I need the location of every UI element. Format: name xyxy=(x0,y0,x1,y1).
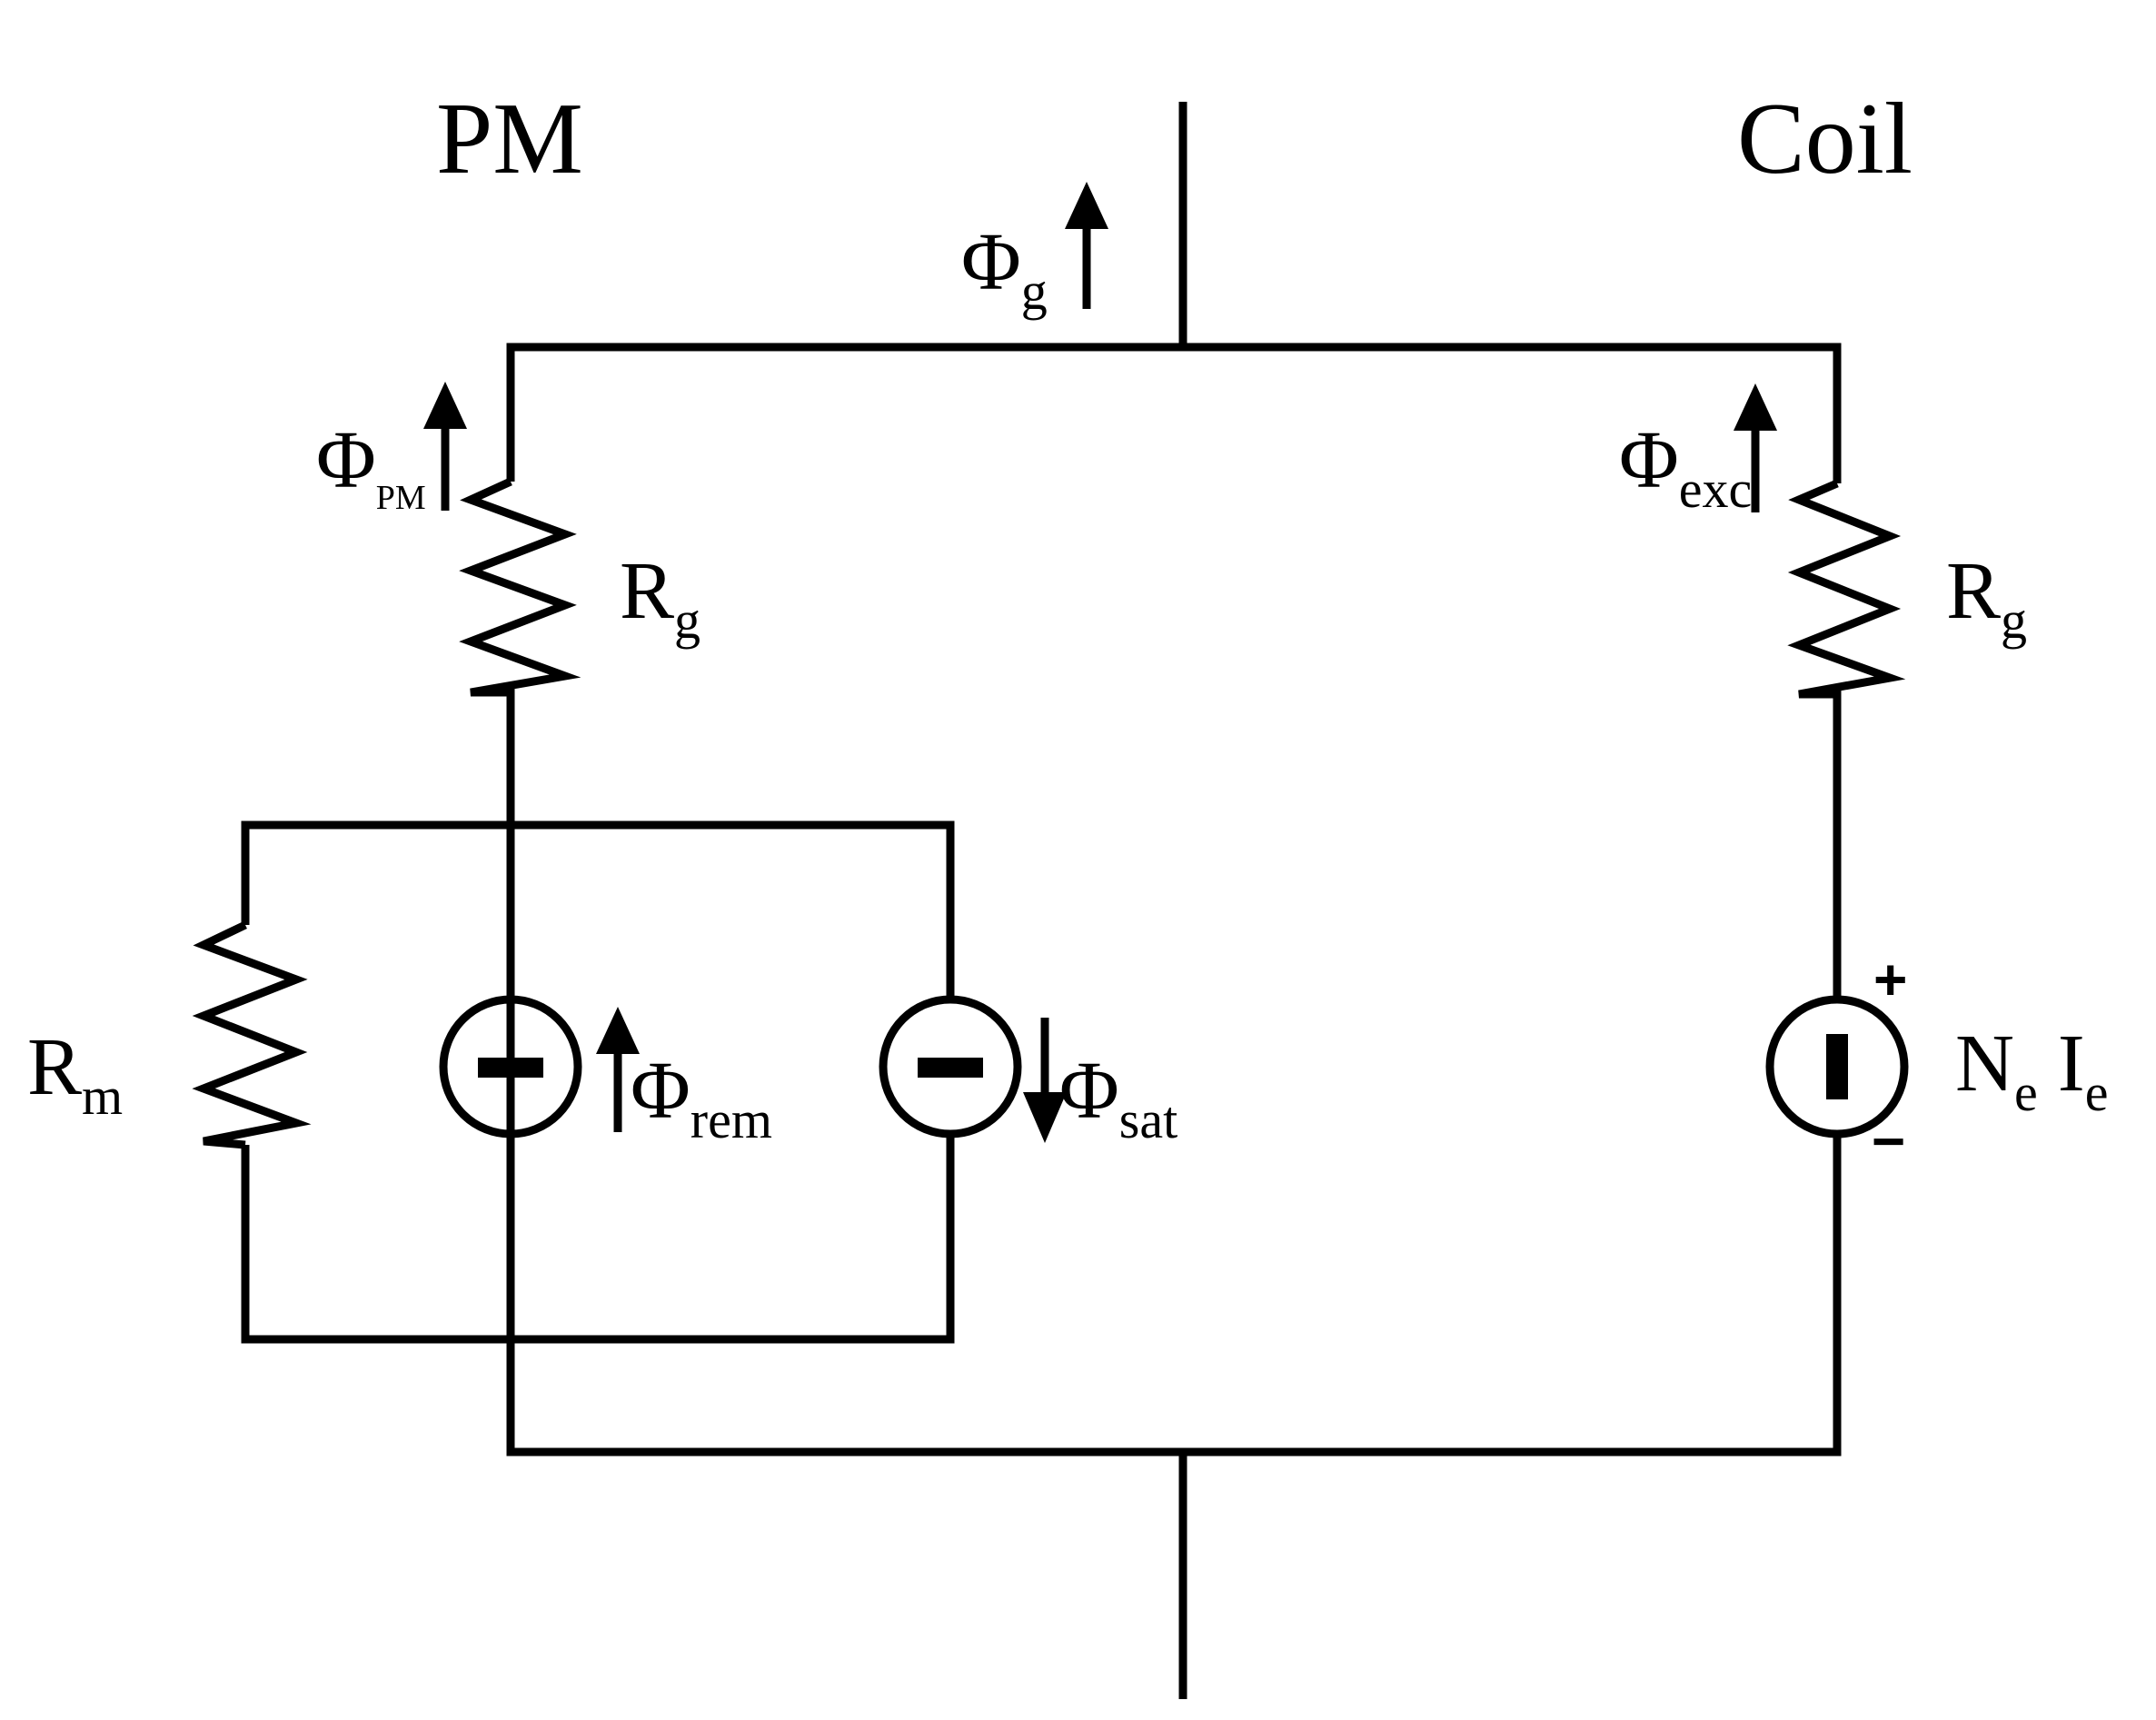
phi-sat-label: Φsat xyxy=(1059,1046,1177,1149)
minus-sign: − xyxy=(1872,1109,1905,1174)
rg-right-resistor xyxy=(1787,479,1906,996)
phi-rem-arrow-icon xyxy=(596,1007,640,1132)
rg-left-resistor xyxy=(459,477,581,1452)
pm-title: PM xyxy=(436,83,583,195)
bottom-wire xyxy=(506,1138,1842,1457)
inner-box-bottom xyxy=(241,1136,955,1344)
phi-pm-label: ΦPM xyxy=(316,415,426,517)
phi-sat-source xyxy=(879,995,1022,1138)
ne-ie-source xyxy=(1765,995,1909,1138)
phi-sat-arrow-icon xyxy=(1023,1018,1067,1143)
rg-left-label: Rg xyxy=(620,546,700,650)
rm-label: Rm xyxy=(27,1022,123,1126)
phi-exc-label: Φexc xyxy=(1619,415,1752,519)
phi-g-arrow-icon xyxy=(1065,182,1108,309)
top-wire xyxy=(506,343,1842,483)
plus-sign: + xyxy=(1873,947,1907,1012)
phi-g-label: Φg xyxy=(961,217,1048,321)
phi-rem-label: Φrem xyxy=(631,1046,772,1149)
rm-resistor xyxy=(192,920,312,1149)
coil-title: Coil xyxy=(1737,83,1913,195)
inner-box-top xyxy=(241,820,955,998)
phi-pm-arrow-icon xyxy=(423,382,467,511)
phi-rem-source xyxy=(439,995,582,1138)
phi-exc-arrow-icon xyxy=(1734,383,1777,512)
rg-right-label: Rg xyxy=(1946,546,2027,650)
